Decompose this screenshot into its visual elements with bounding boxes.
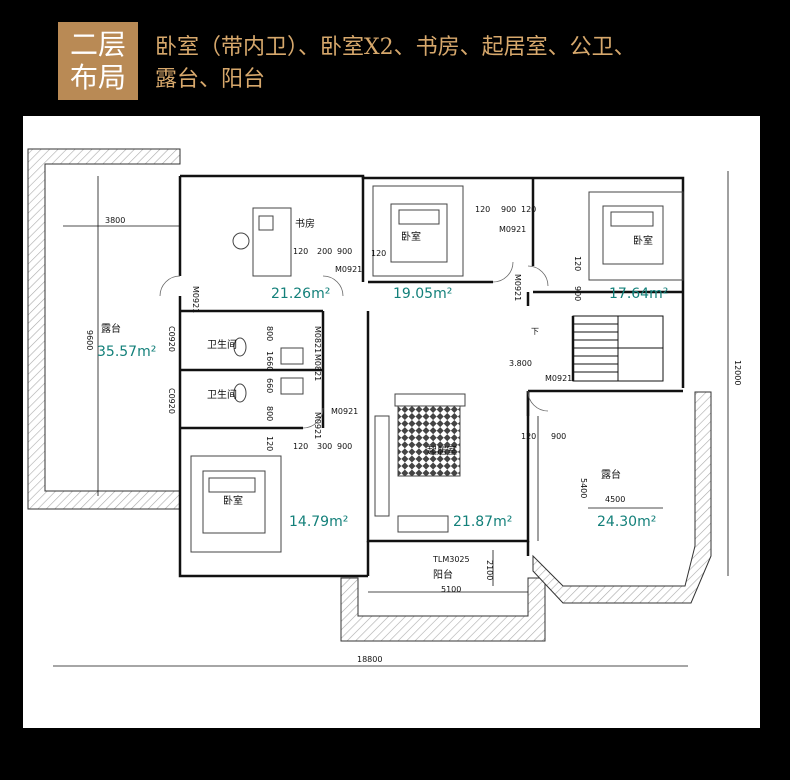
title-line-1: 卧室（带内卫）、卧室X2、书房、起居室、公卫、 <box>155 35 636 60</box>
bedroom-1-label: 卧室 <box>223 494 243 507</box>
staircase <box>572 315 664 382</box>
dim-120-e: 120 <box>521 432 536 441</box>
dim-900-b: 900 <box>501 205 516 214</box>
bedroom-3-label: 卧室 <box>633 234 653 247</box>
terrace-left-label: 露台 <box>101 322 121 335</box>
door-code-wc-1: M0821 <box>313 326 322 353</box>
window-code-2: C0920 <box>167 388 176 414</box>
bed-3 <box>588 191 684 281</box>
door-code-study: M0921 <box>191 286 200 313</box>
floor-title: 卧室（带内卫）、卧室X2、书房、起居室、公卫、 露台、阳台 <box>155 32 755 96</box>
left-terrace-parapet <box>27 148 181 510</box>
dim-5400: 5400 <box>579 478 588 498</box>
bedroom-3-area: 17.64m² <box>609 286 668 302</box>
wc-2-label: 卫生间 <box>207 388 237 401</box>
dim-800-a: 800 <box>265 326 274 341</box>
terrace-right-area: 24.30m² <box>597 514 656 530</box>
title-line-2: 露台、阳台 <box>155 67 266 92</box>
right-terrace-parapet <box>532 391 712 604</box>
wc-fixtures <box>233 337 304 403</box>
door-code-bedroom-3: M0921 <box>513 274 522 301</box>
badge-line-1: 二层 <box>69 28 126 61</box>
floor-plan: 书房 21.26m² 卧室 19.05m² 卧室 17.64m² 露台 35.5… <box>27 148 742 667</box>
bedroom-2-area: 19.05m² <box>393 286 452 302</box>
dim-660: 660 <box>265 378 274 393</box>
terrace-right-label: 露台 <box>601 468 621 481</box>
header: 二层 布局 卧室（带内卫）、卧室X2、书房、起居室、公卫、 露台、阳台 <box>0 0 790 108</box>
door-code-bedroom-2: M0921 <box>499 225 526 234</box>
dim-120-c: 120 <box>521 205 536 214</box>
dim-900-d: 900 <box>551 432 566 441</box>
door-code-terrace: M0921 <box>545 374 572 383</box>
bedroom-1-area: 14.79m² <box>289 514 348 530</box>
study-desk <box>232 207 292 277</box>
bedroom-2-label: 卧室 <box>401 230 421 243</box>
dim-18800: 18800 <box>357 655 382 664</box>
dim-4500: 4500 <box>605 495 625 504</box>
dim-900-e: 900 <box>573 286 582 301</box>
dim-120-b: 120 <box>475 205 490 214</box>
dim-1660: 1660 <box>265 351 274 371</box>
elevation-mark: 3.800 <box>509 359 532 368</box>
door-code-living: M0921 <box>331 407 358 416</box>
dim-800-b: 800 <box>265 406 274 421</box>
door-code-wc-2: M0821 <box>313 354 322 381</box>
door-code-living-2: M0921 <box>313 412 322 439</box>
window-code-1: C0920 <box>167 326 176 352</box>
floor-badge: 二层 布局 <box>58 22 138 100</box>
bed-2 <box>372 185 464 277</box>
dimension-lines <box>53 171 729 667</box>
sliding-door-code: TLM3025 <box>432 555 470 564</box>
dim-2100: 2100 <box>485 560 494 580</box>
balcony-label: 阳台 <box>433 568 453 581</box>
dim-3800: 3800 <box>105 216 125 225</box>
dim-5100: 5100 <box>441 585 461 594</box>
badge-line-2: 布局 <box>69 61 126 94</box>
stair-down-mark: 下 <box>531 327 539 336</box>
dim-12000: 12000 <box>733 360 742 385</box>
door-swings <box>159 261 549 429</box>
wc-1-label: 卫生间 <box>207 338 237 351</box>
dim-120-g: 120 <box>371 249 386 258</box>
floor-plan-panel: 书房 21.26m² 卧室 19.05m² 卧室 17.64m² 露台 35.5… <box>23 116 760 728</box>
bed-1 <box>190 455 282 553</box>
living-sofa <box>374 393 466 533</box>
study-label: 书房 <box>295 217 315 230</box>
dim-900-a: 900 <box>337 247 352 256</box>
dim-120-h: 120 <box>265 436 274 451</box>
dim-120-a: 120 <box>293 247 308 256</box>
dim-120-f: 120 <box>573 256 582 271</box>
dim-900-c: 900 <box>337 442 352 451</box>
balcony-parapet <box>340 577 546 642</box>
living-label: 起居室 <box>427 444 457 457</box>
living-area: 21.87m² <box>453 514 512 530</box>
door-code-study-2: M0921 <box>335 265 362 274</box>
study-area: 21.26m² <box>271 286 330 302</box>
dim-120-d: 120 <box>293 442 308 451</box>
exterior-walls <box>178 174 685 578</box>
dim-300: 300 <box>317 442 332 451</box>
dim-200: 200 <box>317 247 332 256</box>
terrace-left-area: 35.57m² <box>97 344 156 360</box>
dim-9600: 9600 <box>85 330 94 350</box>
